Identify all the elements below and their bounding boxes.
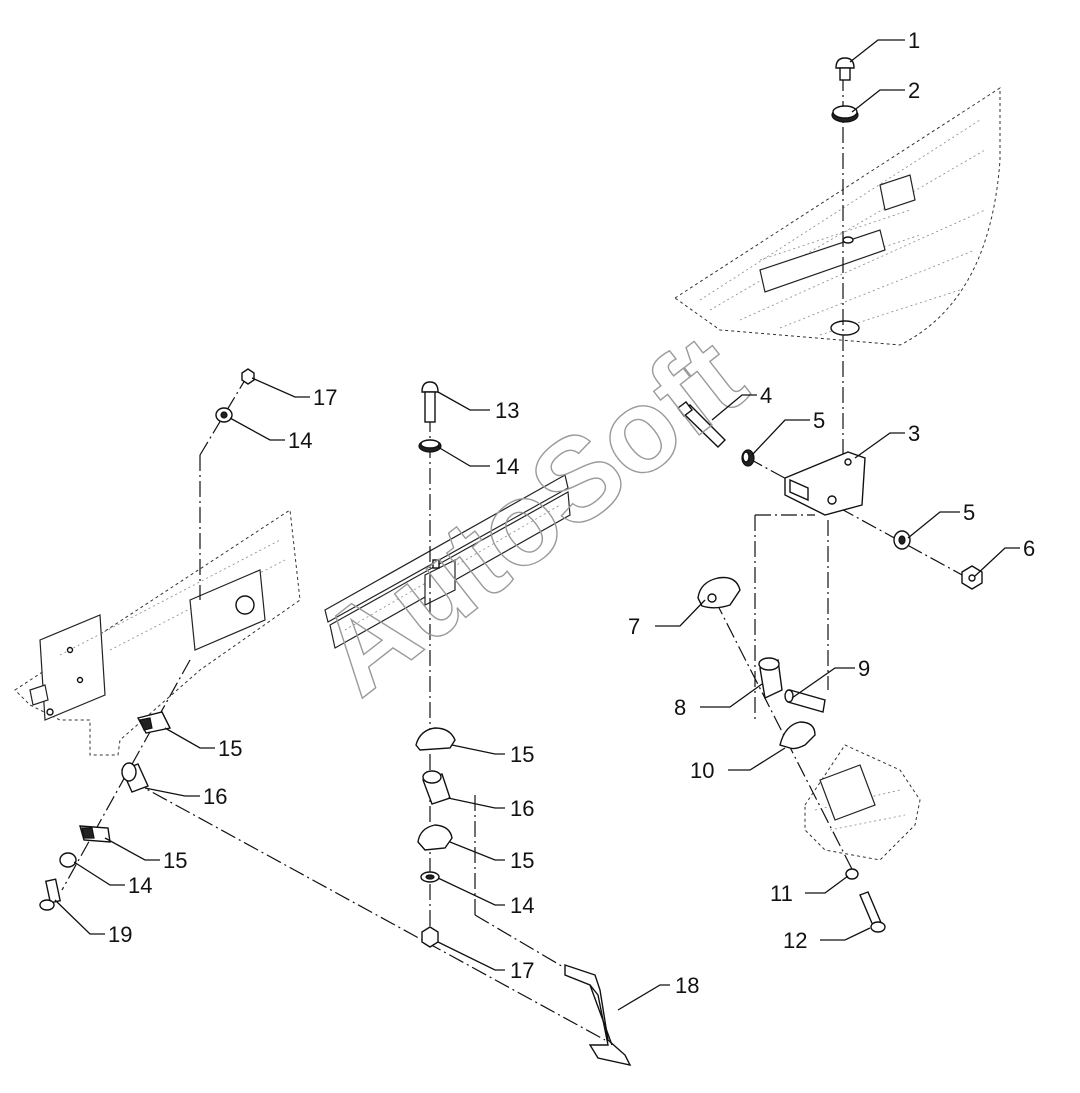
watermark-text: AutoSoft <box>295 310 769 721</box>
part-18-handle <box>564 964 632 1066</box>
part-3-bracket <box>784 451 866 516</box>
part-13-bolt <box>421 381 439 423</box>
callout-17b: 17 <box>510 958 534 983</box>
part-17-nut-left <box>241 368 255 385</box>
part-16-bushing-center <box>422 770 451 805</box>
callout-14b: 14 <box>288 428 312 453</box>
callout-15c: 15 <box>510 742 534 767</box>
upper-chassis-panel <box>674 87 1001 346</box>
callout-3: 3 <box>908 421 920 446</box>
part-4-bolt <box>677 401 726 448</box>
callout-2: 2 <box>908 78 920 103</box>
callout-9: 9 <box>858 656 870 681</box>
left-chassis-frame <box>14 509 301 756</box>
callout-12: 12 <box>783 928 807 953</box>
part-10-clamp <box>779 721 816 750</box>
part-5-washer-b <box>893 530 911 550</box>
part-7-clamp <box>697 576 741 609</box>
callout-16b: 16 <box>510 796 534 821</box>
part-19-bolt <box>39 878 62 911</box>
callout-18: 18 <box>675 973 699 998</box>
callout-15a: 15 <box>218 736 242 761</box>
part-14-washer-left-bottom <box>59 852 77 868</box>
part-1-bolt <box>835 57 855 81</box>
part-14-washer-center-top <box>418 439 442 453</box>
callout-7: 7 <box>628 614 640 639</box>
part-15-clamp-center-top <box>415 727 456 751</box>
callout-15b: 15 <box>163 848 187 873</box>
part-5-washer-a <box>741 449 755 467</box>
part-9-pin <box>784 689 826 713</box>
part-11-washer <box>845 868 859 880</box>
callout-leaders <box>54 39 1020 1011</box>
callout-4: 4 <box>760 383 772 408</box>
part-15-clamp-center-bottom <box>417 824 453 851</box>
callout-6: 6 <box>1023 536 1035 561</box>
callout-1: 1 <box>908 28 920 53</box>
callout-8: 8 <box>674 695 686 720</box>
callout-5a: 5 <box>813 408 825 433</box>
callout-17a: 17 <box>313 385 337 410</box>
callout-15d: 15 <box>510 848 534 873</box>
callout-19: 19 <box>108 922 132 947</box>
callout-14a: 14 <box>495 454 519 479</box>
part-14-washer-left-top <box>215 407 233 423</box>
callout-13: 13 <box>495 398 519 423</box>
part-12-bolt <box>859 891 886 933</box>
part-2-washer <box>831 105 859 123</box>
part-8-bushing <box>758 657 783 700</box>
callout-14d: 14 <box>510 893 534 918</box>
part-15-clamp-left-top <box>136 711 172 734</box>
part-14-washer-center-bottom <box>420 871 440 883</box>
lower-right-chassis <box>804 744 921 861</box>
part-16-bushing-left <box>121 762 149 793</box>
part-15-clamp-left-bottom <box>79 825 111 843</box>
part-17-nut-center <box>421 926 439 948</box>
callout-5b: 5 <box>963 500 975 525</box>
callout-16a: 16 <box>203 784 227 809</box>
callout-14c: 14 <box>128 873 152 898</box>
callout-11: 11 <box>770 881 793 906</box>
callout-10: 10 <box>690 758 714 783</box>
callout-labels: 1 2 3 4 5 5 6 7 8 9 10 11 12 13 14 17 14… <box>108 28 1035 998</box>
middle-rail <box>324 474 571 649</box>
part-6-nut <box>961 565 983 590</box>
